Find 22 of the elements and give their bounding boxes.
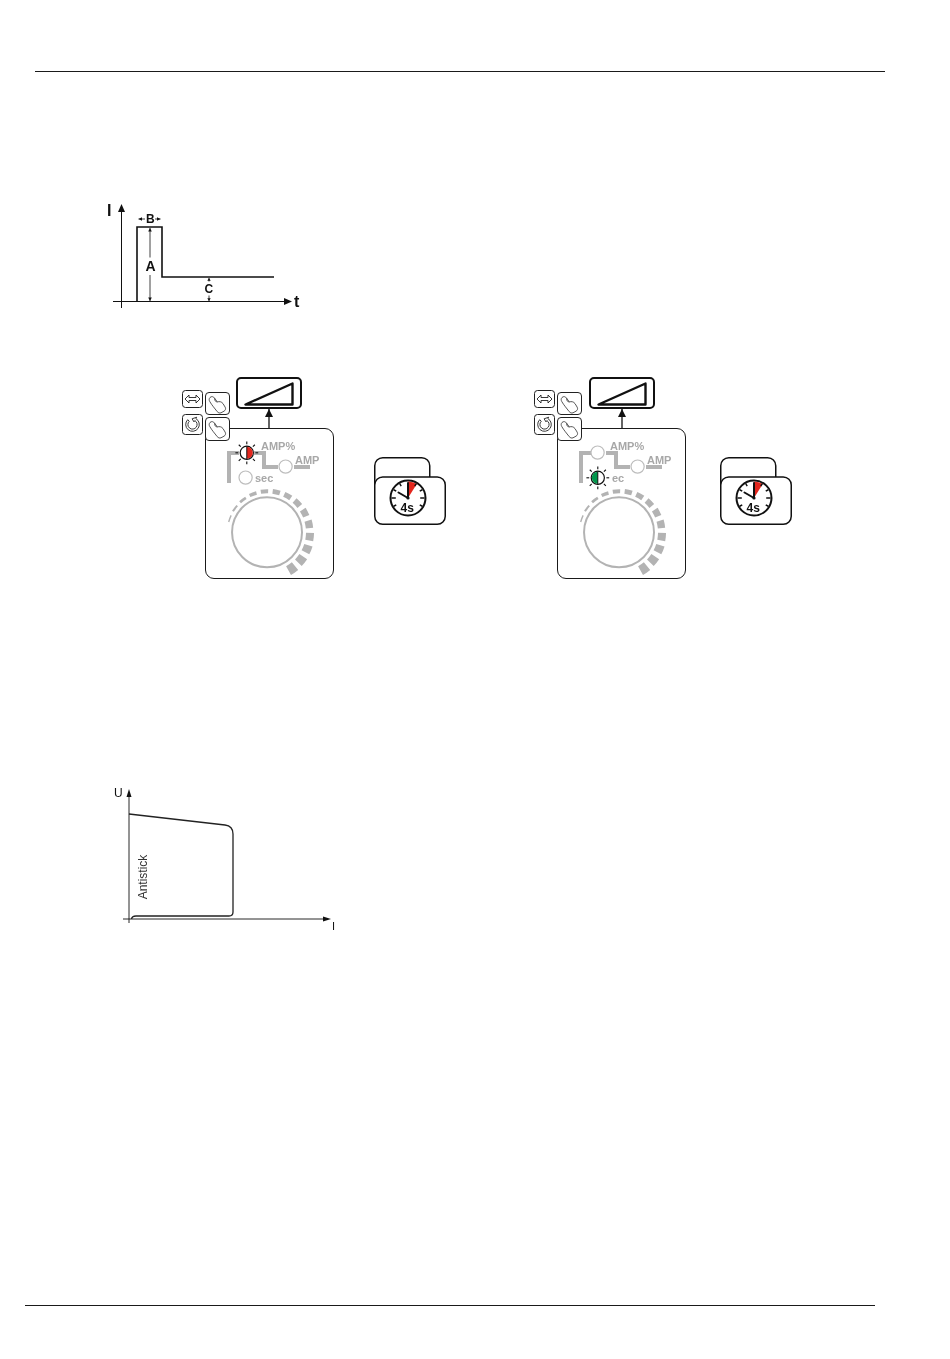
- dimension-label: B: [146, 213, 155, 225]
- axis-label: t: [294, 294, 300, 310]
- arrow: [618, 408, 626, 429]
- axis-label: U: [114, 786, 123, 799]
- display-box: [589, 377, 655, 409]
- led-label: AMP: [295, 454, 320, 466]
- led-label: AMP%: [610, 440, 645, 452]
- axis-label: I: [332, 921, 336, 932]
- display-box: [236, 377, 302, 409]
- arrow: [265, 408, 273, 429]
- led-label: AMP: [647, 454, 672, 466]
- duration-label: 4s: [400, 501, 414, 514]
- axis-label: I: [107, 203, 112, 219]
- dimension-label: A: [145, 259, 156, 273]
- led-label: AMP%: [261, 440, 296, 452]
- control-panel: [205, 428, 334, 579]
- dimension-label: C: [204, 283, 214, 295]
- curve-label: Antistick: [137, 854, 149, 900]
- led-label: ec: [612, 472, 625, 484]
- duration-label: 4s: [746, 501, 760, 514]
- led-label: sec: [255, 472, 274, 484]
- control-panel: [557, 428, 686, 579]
